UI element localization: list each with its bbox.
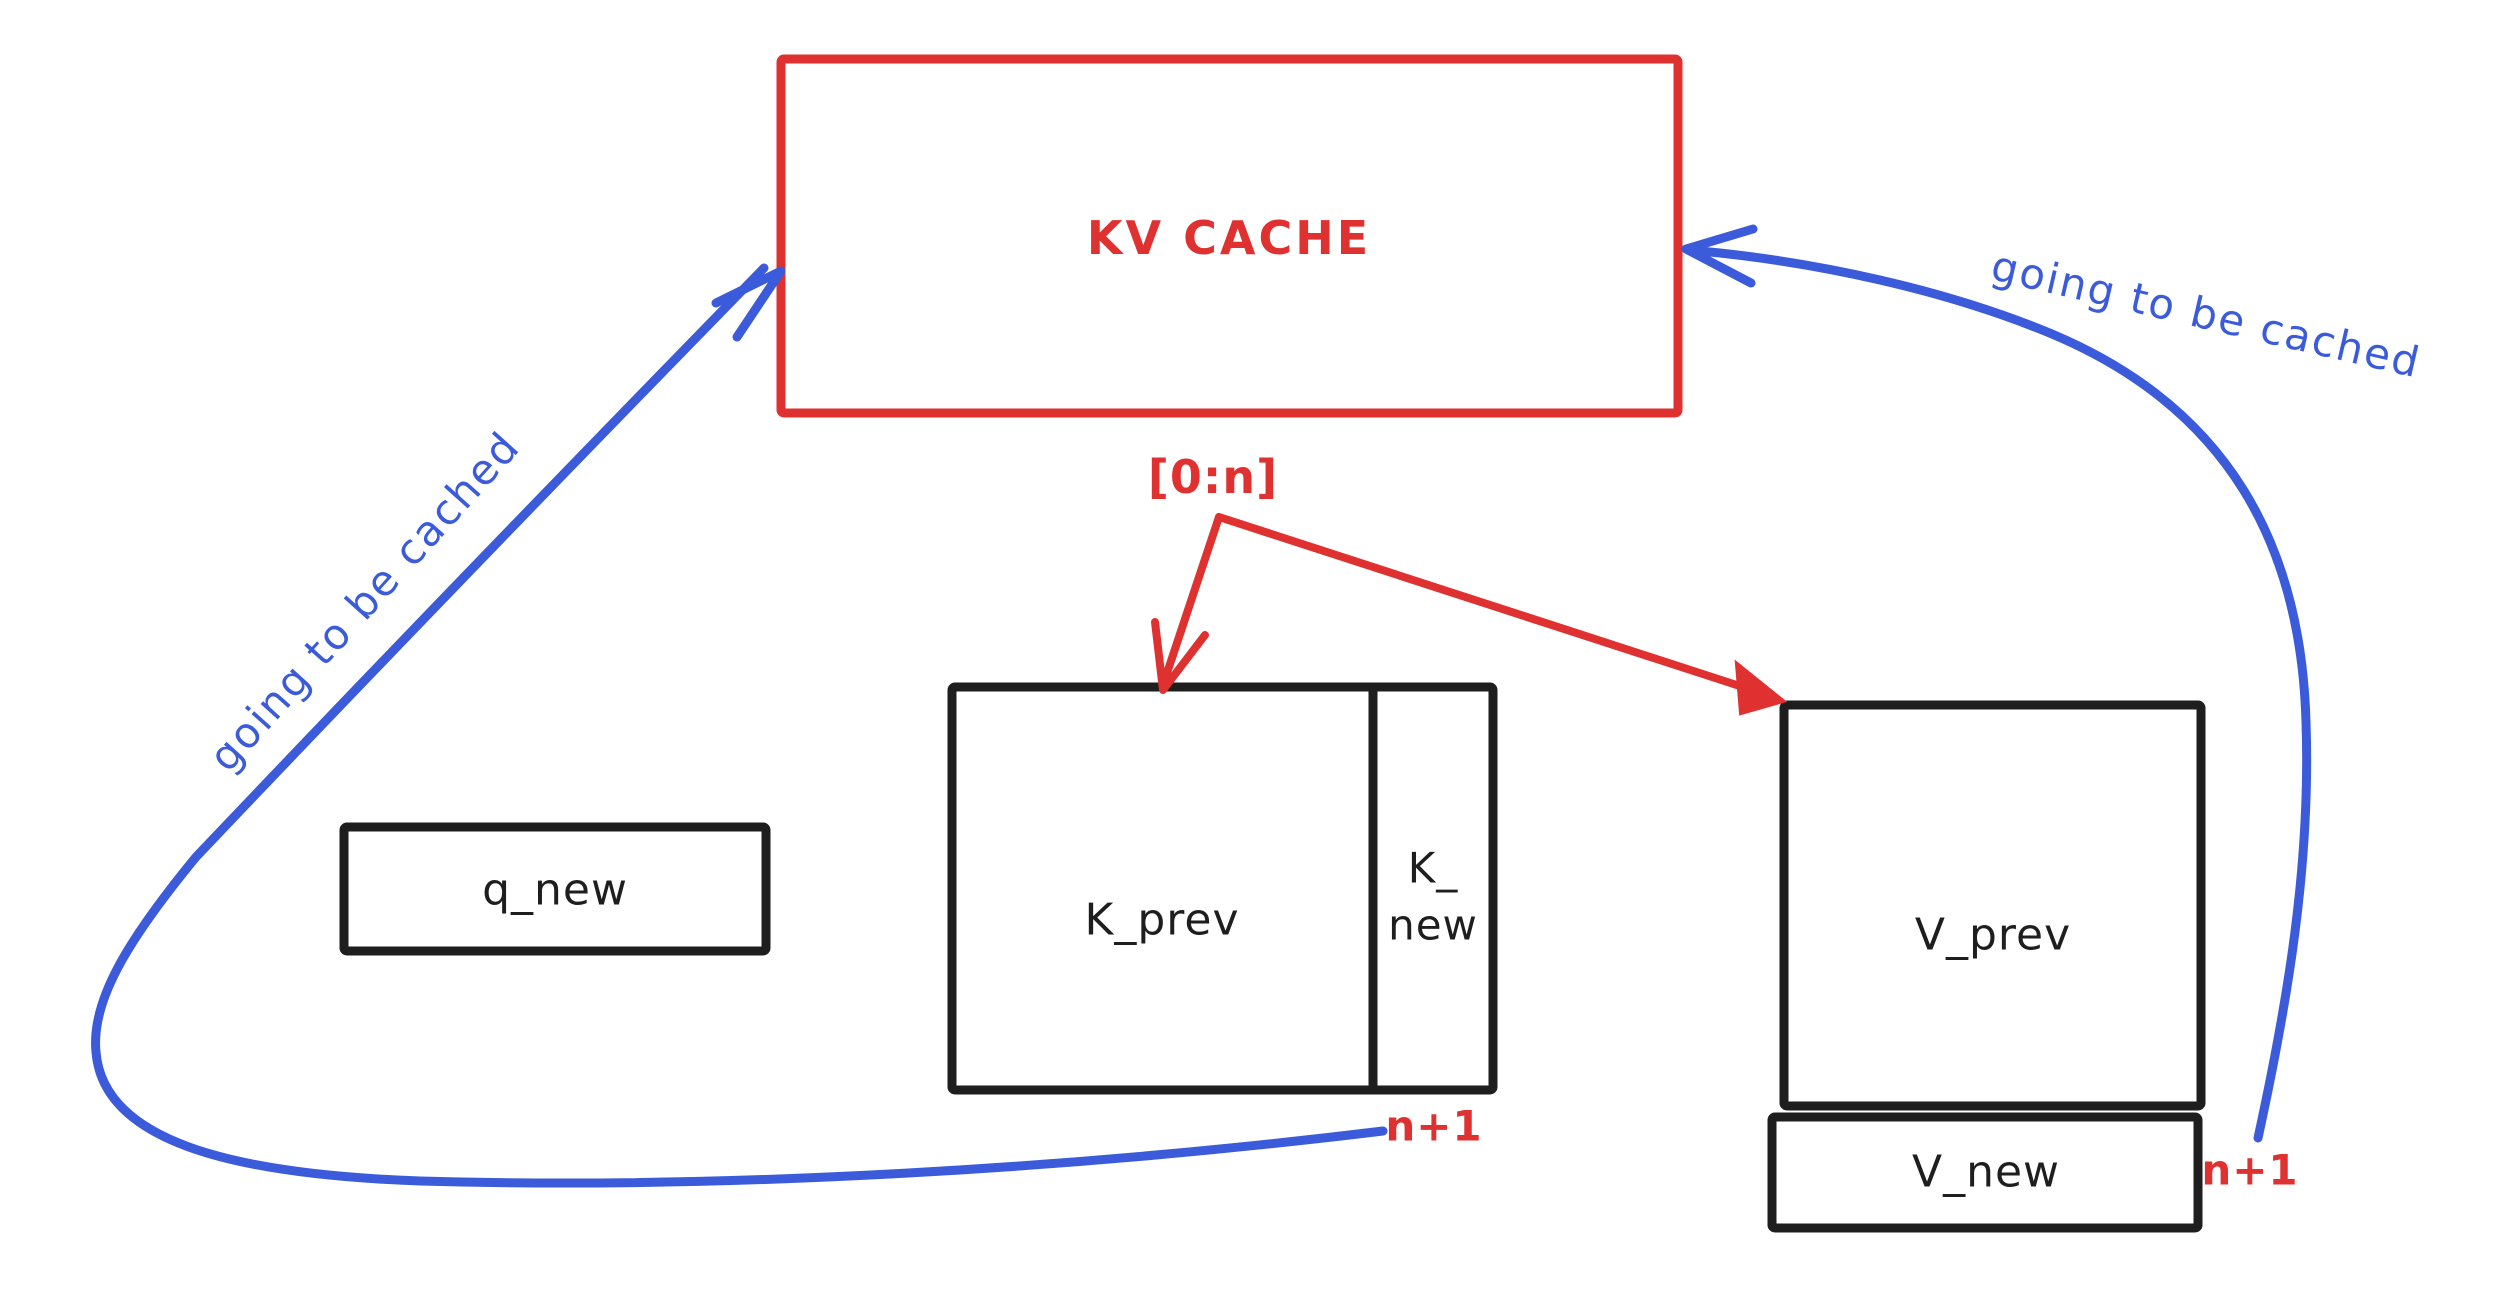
kv-cache-box xyxy=(776,54,1683,418)
q-new-label: q_new xyxy=(482,864,628,916)
v-new-box xyxy=(1767,1112,2203,1233)
v-new-to-cache-arrow xyxy=(1681,224,2312,1143)
k-new-label: K_ new xyxy=(1388,840,1478,953)
v-new-to-cache-arrow-head xyxy=(1681,224,1758,288)
k-new-label-line2: new xyxy=(1388,900,1478,949)
k-prev-label: K_prev xyxy=(1084,894,1240,946)
k-new-to-cache-arrow-head xyxy=(711,266,786,342)
q-new-box xyxy=(339,822,771,956)
slice-arrow-to-k-head xyxy=(1151,618,1209,694)
v-next-index-label: n+1 xyxy=(2201,1145,2299,1195)
v-new-label: V_new xyxy=(1911,1146,2061,1198)
kv-cache-label: KV CACHE xyxy=(1086,210,1372,265)
slice-arrow-to-k xyxy=(1151,513,1223,694)
k-matrix-box xyxy=(947,682,1498,1095)
k-next-index-label: n+1 xyxy=(1385,1101,1483,1151)
v-prev-box xyxy=(1779,700,2206,1111)
k-new-label-line1: K_ xyxy=(1407,843,1459,893)
k-new-to-cache-arrow xyxy=(91,263,1388,1188)
slice-range-label: [0:n] xyxy=(1147,449,1279,504)
v-prev-label: V_prev xyxy=(1914,909,2072,961)
slice-arrow-to-v-head xyxy=(1734,659,1788,716)
slice-arrow-to-v xyxy=(1215,513,1788,716)
